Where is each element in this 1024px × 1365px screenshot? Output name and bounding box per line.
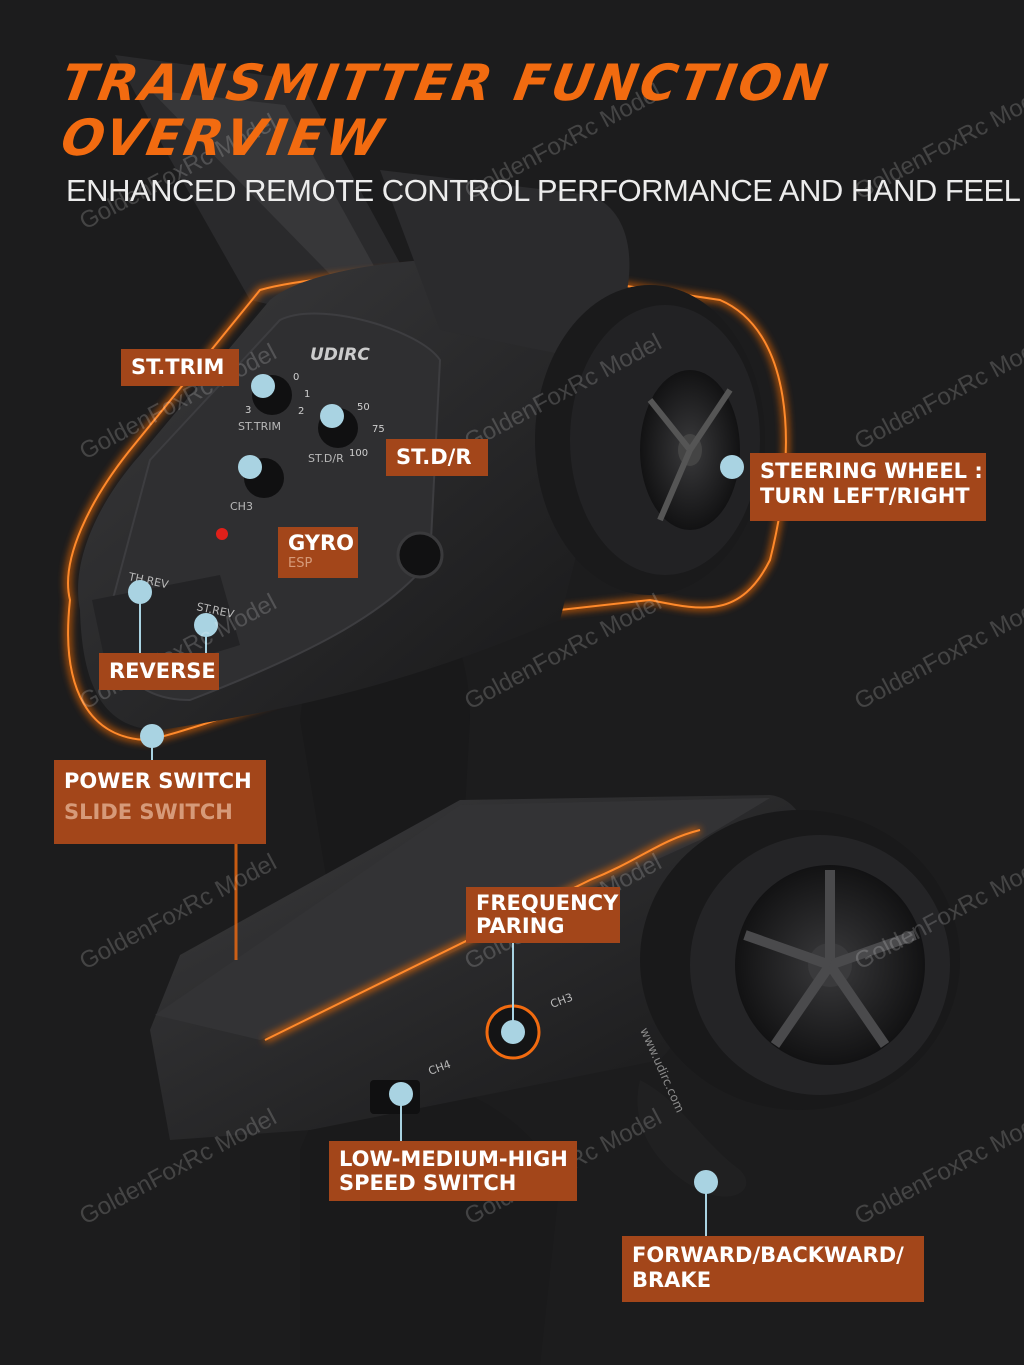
bottom-steering-wheel	[640, 810, 960, 1110]
callout-freq-line1: FREQUENCY	[476, 891, 619, 915]
marker-st-trim	[251, 374, 275, 398]
watermark: GoldenFoxRc Model	[850, 589, 1024, 716]
bottom-orange-edge	[264, 829, 701, 1041]
bottom-top-face	[155, 798, 770, 1040]
marker-gyro	[238, 455, 262, 479]
marker-st-rev	[194, 613, 218, 637]
callout-power-switch: POWER SWITCH SLIDE SWITCH	[54, 760, 266, 844]
callout-gyro-sub: ESP	[288, 556, 313, 571]
page-title-line1: TRANSMITTER FUNCTION	[56, 54, 835, 112]
panel-st-trim-label: ST.TRIM	[238, 420, 281, 433]
top-side-button	[396, 531, 444, 579]
panel-ch3-label: CH3	[230, 500, 253, 513]
callout-reverse-text: REVERSE	[109, 659, 216, 683]
panel-st-dr-label: ST.D/R	[308, 452, 344, 465]
callout-reverse: REVERSE	[99, 653, 219, 690]
callout-forward-backward-brake: FORWARD/BACKWARD/ BRAKE	[622, 1236, 924, 1302]
marker-forward	[694, 1170, 718, 1194]
marker-speed	[389, 1082, 413, 1106]
callout-gyro: GYRO ESP	[278, 527, 358, 578]
antenna-panel	[150, 90, 390, 305]
callout-frequency-paring: FREQUENCY PARING	[466, 887, 620, 943]
callout-forward-line2: BRAKE	[632, 1268, 712, 1292]
marker-th-rev	[128, 580, 152, 604]
callout-st-dr-text: ST.D/R	[396, 445, 472, 469]
callout-st-trim: ST.TRIM	[121, 349, 239, 386]
page-subtitle: ENHANCED REMOTE CONTROL PERFORMANCE AND …	[66, 173, 1021, 208]
callout-steering-wheel: STEERING WHEEL : TURN LEFT/RIGHT	[750, 453, 986, 521]
callout-st-dr: ST.D/R	[386, 439, 488, 476]
callout-steering-line1: STEERING WHEEL :	[760, 459, 983, 483]
status-led	[216, 528, 228, 540]
callout-speed-switch: LOW-MEDIUM-HIGH SPEED SWITCH	[329, 1141, 577, 1201]
dial-num-1: 1	[304, 389, 310, 400]
bottom-transmitter: CH4 CH3 www.udirc.com	[150, 795, 960, 1365]
top-handle-top	[380, 170, 630, 360]
dial-num-100: 100	[349, 448, 368, 459]
callout-power-text: POWER SWITCH	[64, 769, 252, 793]
callout-markers	[128, 374, 744, 1194]
marker-steering	[720, 455, 744, 479]
dial-num-0: 0	[293, 372, 299, 383]
marker-frequency	[501, 1020, 525, 1044]
callout-steering-line2: TURN LEFT/RIGHT	[760, 484, 970, 508]
callout-speed-line2: SPEED SWITCH	[339, 1171, 517, 1195]
callout-st-trim-text: ST.TRIM	[131, 355, 225, 379]
watermark: GoldenFoxRc Model	[850, 1104, 1024, 1231]
callout-forward-line1: FORWARD/BACKWARD/	[632, 1243, 904, 1267]
brand-logo: UDIRC	[310, 345, 370, 365]
dial-num-75: 75	[372, 424, 385, 435]
watermark: GoldenFoxRc Model	[850, 329, 1024, 456]
bottom-body	[150, 795, 810, 1140]
callout-gyro-text: GYRO	[288, 531, 355, 555]
marker-st-dr	[320, 404, 344, 428]
throttle-trigger	[637, 1080, 747, 1197]
callout-power-sub: SLIDE SWITCH	[64, 800, 233, 824]
page-title-line2: OVERVIEW	[56, 109, 390, 167]
dial-num-3: 3	[245, 405, 251, 416]
marker-power	[140, 724, 164, 748]
top-steering-wheel	[535, 285, 765, 595]
dial-num-50: 50	[357, 402, 370, 413]
callout-freq-line2: PARING	[476, 914, 565, 938]
dial-num-2: 2	[298, 406, 304, 417]
callout-speed-line1: LOW-MEDIUM-HIGH	[339, 1147, 568, 1171]
